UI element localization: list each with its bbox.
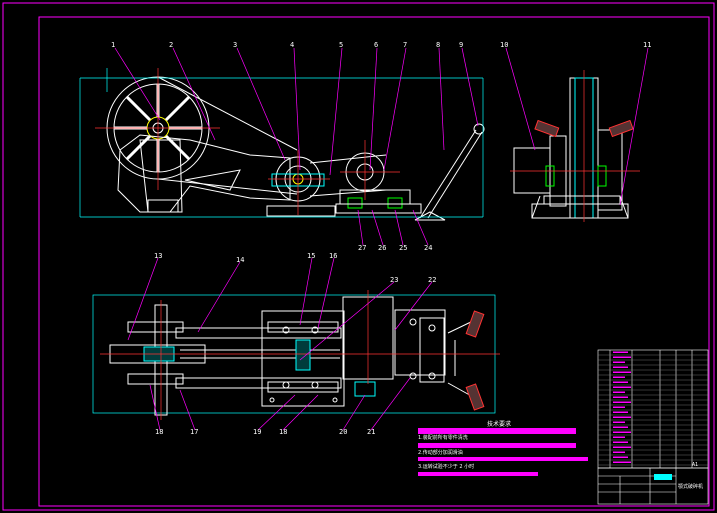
part-number-1: 1 bbox=[111, 41, 116, 49]
parts-list-entry-mark bbox=[613, 396, 628, 398]
parts-list-entry-mark bbox=[613, 436, 625, 438]
notes-bars bbox=[418, 428, 588, 476]
parts-list-entry-mark bbox=[613, 376, 625, 378]
part-number-7: 7 bbox=[403, 41, 408, 49]
part-number-6: 6 bbox=[374, 41, 379, 49]
part-number-21: 21 bbox=[367, 428, 376, 436]
parts-list-entry-mark bbox=[613, 361, 625, 363]
parts-list-entry-mark bbox=[613, 386, 631, 388]
parts-list-entry-mark bbox=[613, 381, 628, 383]
part-number-11: 11 bbox=[643, 41, 652, 49]
part-number-9: 9 bbox=[459, 41, 464, 49]
side-view-detail bbox=[545, 165, 607, 187]
part-number-14: 14 bbox=[236, 256, 245, 264]
plan-view-center-lines bbox=[100, 290, 500, 420]
parts-list-entry-mark bbox=[613, 416, 631, 418]
side-view-handles bbox=[534, 119, 634, 138]
part-number-24: 24 bbox=[424, 244, 433, 252]
part-number-18b: 18 bbox=[279, 428, 288, 436]
part-number-26: 26 bbox=[378, 244, 387, 252]
parts-list-entry-mark bbox=[613, 366, 628, 368]
part-number-19: 19 bbox=[253, 428, 262, 436]
plan-view-handles bbox=[465, 310, 485, 411]
side-view-center-lines bbox=[510, 70, 640, 222]
part-number-20: 20 bbox=[339, 428, 348, 436]
title-block-sheet-mark: A1 bbox=[692, 462, 699, 468]
parts-list-entry-mark bbox=[613, 431, 631, 433]
elevation-view bbox=[106, 76, 485, 221]
parts-list-entry-mark bbox=[613, 351, 628, 353]
leader-lines bbox=[114, 47, 649, 431]
parts-list-entry-mark bbox=[613, 401, 631, 403]
notes-line-1: 1.装配前所有零件清洗 bbox=[418, 435, 468, 441]
part-number-18a: 18 bbox=[155, 428, 164, 436]
parts-list-entry-mark bbox=[613, 421, 625, 423]
parts-list-entry-mark bbox=[613, 371, 631, 373]
part-number-13: 13 bbox=[154, 252, 163, 260]
part-number-25: 25 bbox=[399, 244, 408, 252]
part-number-3: 3 bbox=[233, 41, 238, 49]
parts-list-rows bbox=[598, 354, 708, 466]
parts-list-entry-mark bbox=[613, 406, 625, 408]
sheet-inner-border bbox=[38, 16, 710, 507]
title-block-highlight bbox=[654, 474, 672, 480]
parts-list-entry-mark bbox=[613, 441, 628, 443]
part-number-2: 2 bbox=[169, 41, 174, 49]
parts-list-entry-mark bbox=[613, 426, 628, 428]
part-number-16: 16 bbox=[329, 252, 338, 260]
part-number-22: 22 bbox=[428, 276, 437, 284]
part-number-17: 17 bbox=[190, 428, 199, 436]
parts-list-entry-mark bbox=[613, 446, 631, 448]
title-block bbox=[597, 467, 709, 505]
parts-list-text-marks bbox=[613, 351, 631, 463]
parts-list-entry-mark bbox=[613, 411, 628, 413]
parts-list-entry-mark bbox=[613, 456, 628, 458]
part-number-23: 23 bbox=[390, 276, 399, 284]
parts-list-entry-mark bbox=[613, 356, 631, 358]
plan-view-bolts bbox=[269, 318, 436, 403]
part-number-4: 4 bbox=[290, 41, 295, 49]
notes-line-2: 2.传动部分加润滑油 bbox=[418, 450, 463, 456]
part-number-15: 15 bbox=[307, 252, 316, 260]
parts-list-entry-mark bbox=[613, 461, 631, 463]
notes-title: 技术要求 bbox=[487, 421, 512, 428]
elevation-center-lines bbox=[95, 68, 400, 215]
title-block-drawing-name: 颚式破碎机 bbox=[678, 484, 704, 490]
parts-list-entry-mark bbox=[613, 391, 625, 393]
part-number-10: 10 bbox=[500, 41, 509, 49]
notes-line-3: 3.运转试验不少于 2 小时 bbox=[418, 464, 475, 470]
part-number-27: 27 bbox=[358, 244, 367, 252]
part-number-5: 5 bbox=[339, 41, 344, 49]
side-view bbox=[513, 77, 629, 219]
plan-view bbox=[92, 294, 496, 416]
part-number-8: 8 bbox=[436, 41, 441, 49]
parts-list-entry-mark bbox=[613, 451, 625, 453]
